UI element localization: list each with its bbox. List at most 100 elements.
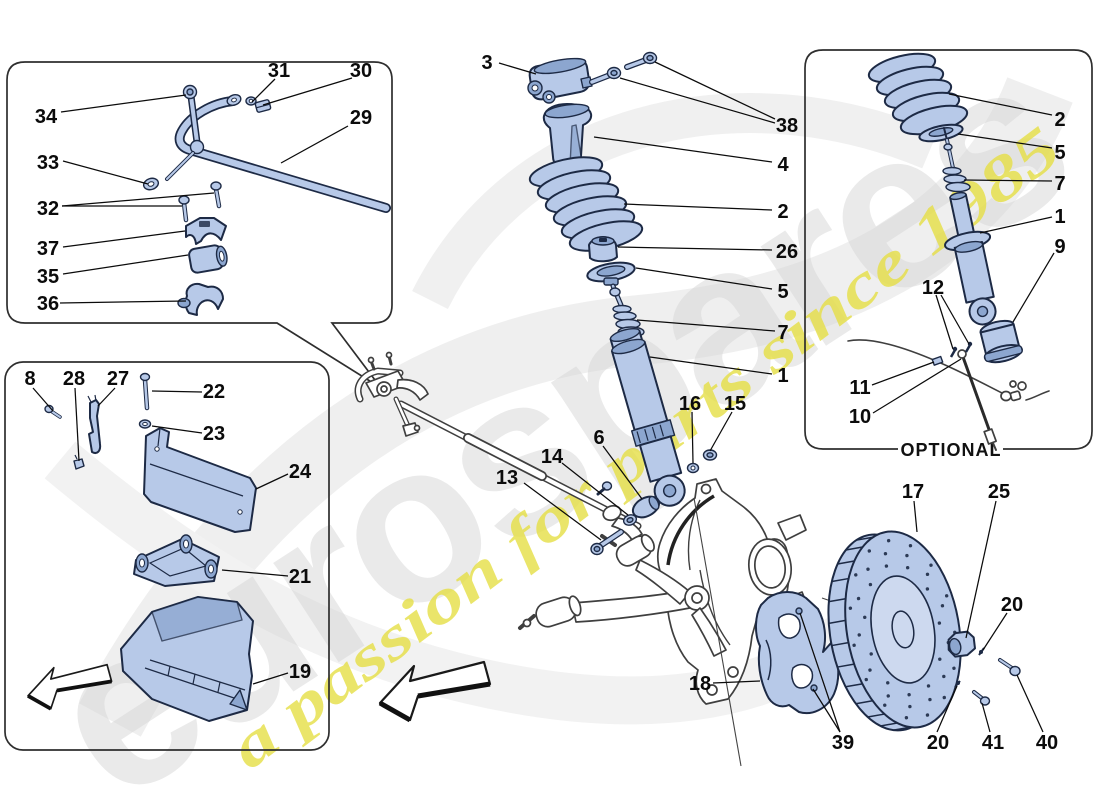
callout-18-38: 18	[689, 673, 711, 695]
disc-drill-hole	[925, 572, 930, 577]
shock-assembly-parts	[527, 51, 718, 556]
part-optional-gaiter-7	[942, 166, 971, 193]
part-bolts-38	[589, 51, 658, 85]
leader-line-11-36-0	[871, 361, 935, 386]
disc-drill-hole	[886, 681, 890, 685]
part-optional-spring-2	[867, 52, 969, 136]
disc-drill-hole	[886, 694, 890, 698]
callout-20-43: 20	[927, 732, 949, 754]
callout-7-32: 7	[1054, 173, 1065, 195]
callout-40-45: 40	[1036, 732, 1058, 754]
callout-5-22: 5	[777, 281, 788, 303]
callout-2-20: 2	[777, 201, 788, 223]
leader-line-17-40-0	[913, 500, 918, 533]
leader-line-19-16-0	[252, 672, 289, 685]
disc-drill-hole	[937, 621, 942, 625]
disc-drill-hole	[940, 604, 945, 608]
steering-tie-rod	[397, 400, 643, 541]
disc-drill-hole	[904, 716, 909, 720]
callout-31-1: 31	[268, 60, 290, 82]
leader-line-15-26-0	[709, 411, 733, 452]
disc-vent-slot	[845, 546, 863, 551]
callout-5-31: 5	[1054, 142, 1065, 164]
disc-vent-slot	[880, 722, 898, 727]
callout-25-41: 25	[988, 481, 1010, 503]
part-nut-14	[622, 514, 638, 526]
disc-drill-hole	[942, 695, 946, 700]
disc-drill-hole	[905, 565, 910, 570]
disc-drill-hole	[925, 587, 930, 591]
part-nut-30	[254, 99, 272, 113]
part-mount-9	[979, 319, 1023, 364]
leader-line-13-29-0	[523, 482, 602, 541]
callout-3-17: 3	[481, 52, 492, 74]
callout-41-44: 41	[982, 732, 1004, 754]
callout-11-36: 11	[849, 377, 870, 399]
brake-parts	[755, 530, 1021, 732]
disc-drill-hole	[905, 553, 909, 558]
disc-vent-slot	[856, 536, 874, 541]
disc-drill-hole	[863, 615, 867, 620]
part-bracket-37	[185, 217, 227, 245]
leader-line-38-18-1	[619, 77, 776, 124]
callout-1-33: 1	[1054, 206, 1065, 228]
leader-line-24-14-0	[255, 473, 289, 490]
part-nut-15	[702, 449, 718, 461]
leader-line-7-23-0	[636, 319, 776, 332]
part-disc-shield-18	[755, 591, 840, 714]
disc-drill-hole	[938, 657, 942, 661]
disc-vent-slot	[845, 683, 863, 688]
leader-line-14-28-0	[561, 462, 629, 516]
callout-19-16: 19	[289, 661, 311, 683]
part-top-mount-3	[527, 57, 593, 104]
part-antiroll-bar-29	[174, 94, 391, 213]
watermark-swoosh-3	[412, 93, 938, 310]
leader-line-31-1-0	[251, 78, 276, 103]
callout-23-13: 23	[203, 423, 225, 445]
direction-arrow-left-box	[27, 663, 113, 711]
disc-drill-hole	[868, 582, 873, 587]
callout-12-35: 12	[922, 277, 944, 299]
part-drop-link-34	[165, 84, 205, 181]
disc-drill-hole	[852, 643, 856, 647]
leader-line-37-6-0	[62, 230, 186, 248]
part-washer-31	[245, 96, 257, 106]
part-washer-16	[686, 462, 700, 474]
callout-14-28: 14	[541, 446, 564, 468]
disc-drill-hole	[868, 668, 872, 672]
callout-20-42: 20	[1001, 594, 1023, 616]
disc-drill-hole	[907, 693, 911, 697]
disc-drill-hole	[857, 633, 861, 637]
disc-drill-hole	[884, 564, 889, 568]
leader-line-18-38-0	[712, 680, 761, 684]
callout-39-39: 39	[832, 732, 854, 754]
leader-line-28-10-0	[74, 387, 80, 462]
part-clamp-36	[177, 282, 224, 316]
part-gaiter-7	[612, 304, 645, 338]
antiroll-bar-mount-cluster	[354, 351, 429, 437]
disc-drill-hole	[944, 594, 949, 598]
part-hub-nut-25	[947, 630, 976, 658]
leader-line-33-4-0	[62, 160, 149, 185]
box-bracket-cover	[4, 361, 330, 751]
leader-line-2-20-0	[623, 203, 773, 211]
part-optional-rod	[943, 127, 955, 170]
part-piston-rod	[609, 283, 624, 308]
leader-line-12-35-1	[940, 294, 970, 345]
leader-line-20-42-0	[982, 612, 1008, 651]
part-bolt-40	[998, 658, 1021, 677]
disc-drill-hole	[883, 703, 887, 707]
part-link-plate-21	[133, 534, 220, 587]
leader-line-36-8-0	[59, 300, 187, 304]
disc-vent-slot	[831, 641, 849, 647]
disc-drill-hole	[886, 538, 891, 543]
disc-drill-hole	[869, 652, 873, 656]
antiroll-bar-parts	[142, 84, 391, 316]
inset-boxes: OPTIONAL	[4, 49, 1093, 751]
part-small-bolt	[596, 481, 613, 496]
leader-line-29-3-0	[280, 125, 349, 164]
part-optional-seat-5	[918, 123, 964, 143]
disc-vent-slot	[867, 713, 885, 718]
